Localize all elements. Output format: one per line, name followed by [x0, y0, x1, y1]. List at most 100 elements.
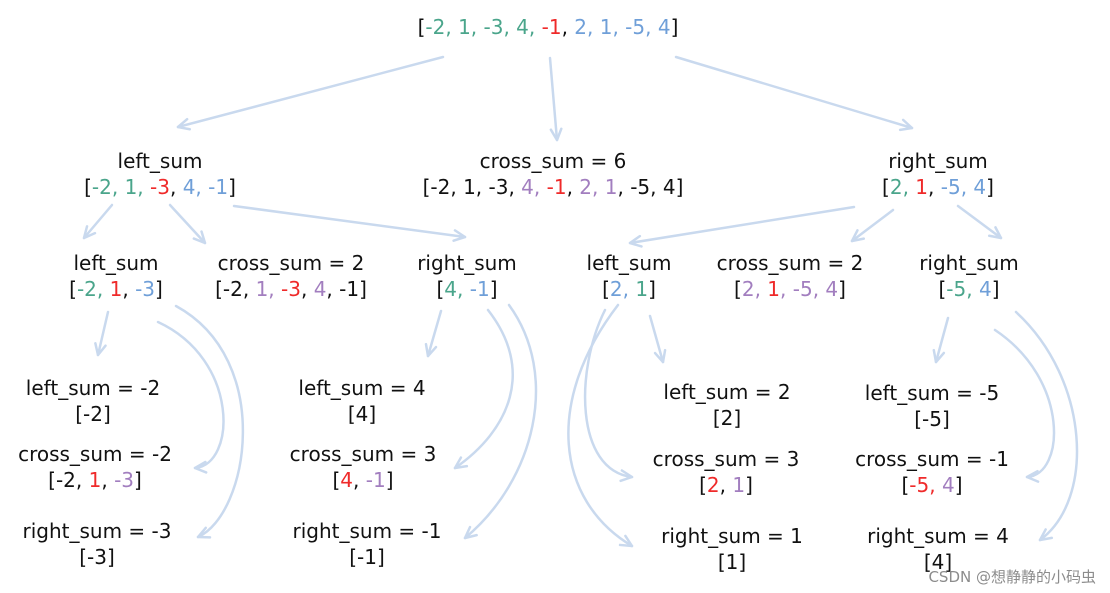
array-token: 1: [109, 277, 123, 301]
label-rr-right-sum: right_sum = 4: [867, 524, 1009, 548]
edge-line: [850, 208, 895, 243]
array-token: -3: [114, 468, 135, 492]
label-left-right-sum: right_sum: [417, 251, 517, 275]
array-token: -3: [281, 277, 301, 301]
array-token: ]: [489, 277, 498, 301]
node-left-cross-sum: cross_sum = 2 [-2, 1, -3, 4, -1]: [215, 250, 367, 302]
array-token: [: [332, 468, 341, 492]
node-rr-left-sum: left_sum = -5 [-5]: [865, 380, 999, 432]
arrow-head: [1038, 528, 1054, 542]
array-token: -1: [469, 277, 490, 301]
array-token: [-5]: [914, 407, 950, 431]
array-lr-cross-sum: [4, -1]: [290, 467, 437, 493]
edge-line: [628, 205, 856, 245]
label-ll-left-sum: left_sum = -2: [25, 376, 161, 400]
edge-curve: [583, 308, 634, 479]
array-token: 4,: [521, 175, 547, 199]
node-right-sum: right_sum [2, 1, -5, 4]: [882, 148, 994, 200]
label-left-sum: left_sum: [117, 149, 203, 173]
label-left-cross-sum: cross_sum = 2: [217, 251, 365, 275]
arrow-head: [82, 225, 97, 240]
node-right-cross-sum: cross_sum = 2 [2, 1, -5, 4]: [717, 250, 864, 302]
edge-line: [168, 203, 207, 245]
array-ll-left-sum: [-2]: [26, 401, 160, 427]
edge-line: [674, 55, 914, 130]
array-left-sum: [-2, 1, -3, 4, -1]: [84, 174, 236, 200]
array-token: ]: [228, 175, 236, 199]
array-token: [-2,: [215, 277, 256, 301]
array-token: ]: [670, 15, 679, 39]
arrow-head: [452, 229, 467, 242]
array-token: ,: [928, 175, 941, 199]
array-token: [-2,: [48, 468, 89, 492]
array-left-right-sum: [4, -1]: [417, 276, 517, 302]
node-rl-cross-sum: cross_sum = 3 [2, 1]: [653, 446, 800, 498]
node-right-left-sum: left_sum [2, 1]: [587, 250, 672, 302]
arrow-head: [193, 460, 208, 474]
array-right-left-sum: [2, 1]: [587, 276, 672, 302]
array-left-left-sum: [-2, 1, -3]: [69, 276, 163, 302]
array-cross-sum: [-2, 1, -3, 4, -1, 2, 1, -5, 4]: [423, 174, 684, 200]
edge-line: [956, 204, 1003, 240]
array-rl-cross-sum: [2, 1]: [653, 472, 800, 498]
edge-line: [82, 203, 114, 240]
array-token: ,: [300, 277, 314, 301]
array-token: , -5, 4]: [617, 175, 684, 199]
array-token: 2: [706, 473, 720, 497]
array-token: ]: [986, 175, 994, 199]
array-token: 1: [88, 468, 102, 492]
array-token: ,: [566, 175, 580, 199]
edge-line: [548, 56, 559, 142]
array-token: -3: [135, 277, 156, 301]
node-rr-right-sum: right_sum = 4 [4]: [867, 523, 1009, 575]
node-left-sum: left_sum [-2, 1, -3, 4, -1]: [84, 148, 236, 200]
array-token: 1: [767, 277, 781, 301]
array-token: [-2, 1, -3,: [422, 175, 522, 199]
edge-line: [934, 316, 950, 364]
array-token: [-2]: [75, 402, 111, 426]
edge-line: [232, 204, 467, 239]
label-right-sum: right_sum: [888, 149, 988, 173]
label-rl-right-sum: right_sum = 1: [661, 524, 803, 548]
edge-curve: [463, 303, 538, 540]
edge-curve: [174, 304, 245, 539]
array-token: [: [417, 15, 426, 39]
array-token: 1: [915, 175, 929, 199]
edge-curve: [993, 328, 1056, 479]
arrow-head: [196, 526, 212, 539]
node-lr-right-sum: right_sum = -1 [-1]: [293, 518, 442, 570]
node-cross-sum: cross_sum = 6 [-2, 1, -3, 4, -1, 2, 1, -…: [423, 148, 684, 200]
array-token: ]: [155, 277, 163, 301]
node-left-left-sum: left_sum [-2, 1, -3]: [69, 250, 163, 302]
array-token: [: [699, 473, 707, 497]
label-rr-left-sum: left_sum = -5: [864, 381, 1000, 405]
label-ll-cross-sum: cross_sum = -2: [18, 442, 172, 466]
array-token: 4: [340, 468, 354, 492]
arrow-head: [653, 348, 667, 364]
array-rr-left-sum: [-5]: [865, 406, 999, 432]
edge-curve: [567, 303, 634, 548]
array-token: ]: [991, 277, 1000, 301]
label-right-cross-sum: cross_sum = 2: [716, 251, 864, 275]
array-token: 4, -1: [182, 175, 229, 199]
label-lr-left-sum: left_sum = 4: [298, 376, 426, 400]
array-token: -1: [546, 175, 567, 199]
node-ll-cross-sum: cross_sum = -2 [-2, 1, -3]: [18, 441, 172, 493]
array-token: -2,: [76, 277, 110, 301]
array-token: [: [938, 277, 947, 301]
array-right-sum: [2, 1, -5, 4]: [882, 174, 994, 200]
arrow-head: [94, 342, 107, 357]
node-lr-left-sum: left_sum = 4 [4]: [298, 375, 425, 427]
array-token: ]: [838, 277, 846, 301]
array-token: ,: [719, 473, 733, 497]
node-ll-right-sum: right_sum = -3 [-3]: [23, 518, 172, 570]
array-token: [4]: [923, 550, 953, 574]
array-rr-right-sum: [4]: [867, 549, 1009, 575]
array-token: ,: [169, 175, 183, 199]
edge-line: [426, 309, 443, 358]
node-right-right-sum: right_sum [-5, 4]: [919, 250, 1019, 302]
array-token: , -5, 4: [780, 277, 839, 301]
array-ll-right-sum: [-3]: [23, 544, 172, 570]
array-token: 1: [635, 277, 649, 301]
label-cross-sum: cross_sum = 6: [479, 149, 627, 173]
